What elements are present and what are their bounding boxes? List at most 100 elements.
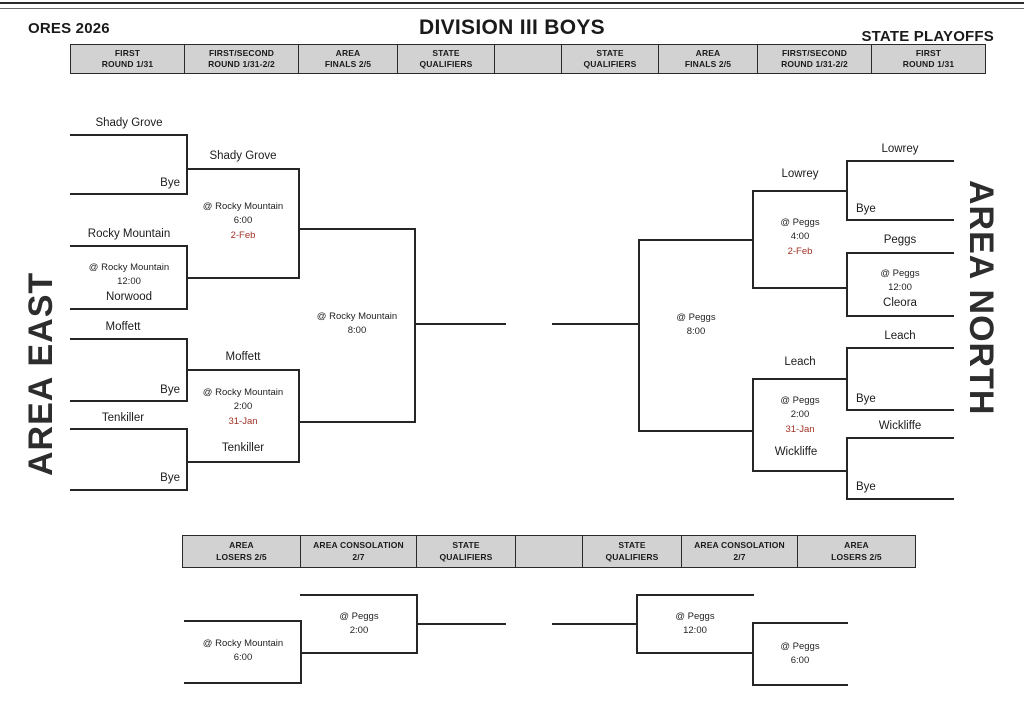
team-name: Tenkiller: [101, 412, 145, 424]
bracket-line: [414, 228, 416, 423]
round-label-line1: AREA: [844, 540, 869, 551]
game-date: 31-Jan: [785, 423, 815, 435]
game-site: @ Rocky Mountain: [202, 201, 284, 212]
game-site: @ Peggs: [880, 268, 920, 279]
bracket-line: [414, 323, 506, 325]
round-label-line1: FIRST: [915, 47, 942, 58]
round-label-line1: AREA: [335, 47, 361, 58]
round-label-cell: STATE QUALIFIERS: [561, 44, 659, 74]
bracket-line: [552, 623, 638, 625]
round-label-line1: FIRST/SECOND: [781, 47, 848, 58]
game-info: @ Rocky Mountain 6:00 2-Feb: [186, 200, 300, 243]
bracket-line: [752, 622, 848, 624]
bracket-line: [752, 684, 848, 686]
bracket-line: [298, 369, 300, 463]
bracket-line: [846, 409, 954, 411]
round-label-line2: QUALIFIERS: [605, 551, 659, 562]
bracket-line: [70, 193, 188, 195]
game-site: @ Peggs: [339, 611, 379, 622]
game-site: @ Peggs: [675, 611, 715, 622]
team-name: Bye: [160, 177, 180, 189]
round-label-line1: STATE: [432, 47, 460, 58]
round-label-line1: AREA: [695, 47, 721, 58]
bracket-line: [298, 168, 300, 279]
team-name: Bye: [856, 393, 876, 405]
bracket-line: [70, 428, 188, 430]
scan-edge-line: [0, 8, 1024, 9]
bracket-line: [636, 652, 754, 654]
bracket-line: [638, 430, 754, 432]
game-date: 2-Feb: [787, 245, 813, 257]
game-info: @ Rocky Mountain 6:00: [184, 637, 302, 666]
round-label-line1: FIRST: [114, 47, 141, 58]
round-label-line2: ROUND 1/31-2/2: [208, 59, 275, 69]
game-time: 4:00: [790, 231, 810, 243]
bracket-line: [552, 323, 640, 325]
bracket-line: [186, 277, 300, 279]
round-label-line2: 2/7: [733, 551, 746, 562]
bracket-line: [298, 421, 416, 423]
game-time: 8:00: [347, 325, 367, 337]
round-label-cell: FIRST ROUND 1/31: [70, 44, 185, 74]
round-label-cell: AREA CONSOLATION 2/7: [681, 535, 798, 568]
bracket-line: [638, 239, 754, 241]
round-label-line1: AREA CONSOLATION: [694, 540, 785, 551]
game-info: @ Rocky Mountain 12:00: [70, 261, 188, 290]
bracket-line: [186, 168, 300, 170]
bracket-line: [186, 428, 188, 491]
team-name: Peggs: [883, 234, 917, 246]
team-name: Bye: [160, 472, 180, 484]
round-label-line2: QUALIFIERS: [419, 59, 473, 69]
team-name: Moffett: [105, 321, 141, 333]
game-site: @ Peggs: [780, 395, 820, 406]
round-label-cell: FIRST/SECOND ROUND 1/31-2/2: [757, 44, 872, 74]
bracket-line: [752, 287, 848, 289]
game-time: 2:00: [790, 409, 810, 421]
team-name: Rocky Mountain: [87, 228, 171, 240]
bracket-line: [186, 369, 300, 371]
bracket-line: [846, 498, 954, 500]
bracket-line: [186, 461, 300, 463]
game-info: @ Peggs 2:00: [300, 610, 418, 639]
bracket-line: [752, 378, 848, 380]
round-label-cell: AREA CONSOLATION 2/7: [300, 535, 417, 568]
round-label-line2: ROUND 1/31: [902, 59, 955, 69]
game-time: 12:00: [683, 625, 707, 637]
bracket-line: [416, 623, 506, 625]
team-name: Leach: [884, 330, 916, 342]
page-title: DIVISION III BOYS: [419, 16, 605, 39]
round-label-line2: QUALIFIERS: [439, 551, 493, 562]
game-info: @ Peggs 2:00 31-Jan: [752, 394, 848, 437]
bracket-line: [70, 245, 188, 247]
bracket-line: [846, 315, 954, 317]
game-time: 6:00: [790, 655, 810, 667]
bracket-line: [846, 219, 954, 221]
bracket-line: [752, 190, 848, 192]
round-label-cell: STATE QUALIFIERS: [397, 44, 495, 74]
round-label-line2: 2/7: [352, 551, 365, 562]
game-info: @ Peggs 8:00: [638, 311, 754, 340]
round-label-cell: STATE QUALIFIERS: [416, 535, 516, 568]
round-label-line2: ROUND 1/31-2/2: [781, 59, 848, 69]
bracket-line: [300, 652, 418, 654]
game-info: @ Peggs 12:00: [636, 610, 754, 639]
round-label-cell-blank: [515, 535, 583, 568]
round-label-line1: STATE: [618, 540, 646, 551]
bracket-line: [846, 252, 848, 317]
team-name: Shady Grove: [209, 150, 277, 162]
team-name: Cleora: [883, 297, 917, 309]
team-name: Shady Grove: [95, 117, 163, 129]
bracket-line: [638, 239, 640, 432]
game-site: @ Peggs: [780, 641, 820, 652]
game-site: @ Rocky Mountain: [316, 311, 398, 322]
game-info: @ Rocky Mountain 2:00 31-Jan: [186, 386, 300, 429]
round-label-line2: FINALS 2/5: [684, 59, 732, 69]
bracket-line: [70, 338, 188, 340]
team-name: Bye: [856, 203, 876, 215]
bracket-line: [752, 470, 848, 472]
team-name: Lowrey: [881, 143, 919, 155]
team-name: Wickliffe: [774, 446, 818, 458]
round-label-line2: ROUND 1/31: [101, 59, 154, 69]
game-time: 2:00: [233, 401, 253, 413]
team-name: Moffett: [225, 351, 261, 363]
